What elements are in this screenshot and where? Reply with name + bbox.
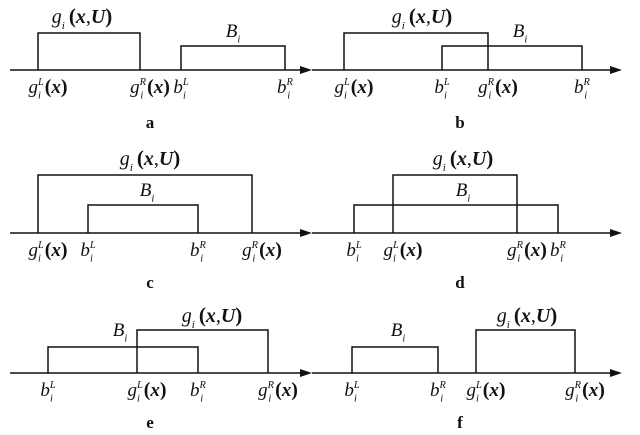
interval-g-box	[37, 32, 141, 70]
interval-b-box	[87, 204, 199, 233]
axis-arrow-icon	[610, 66, 622, 74]
interval-b-label: Bi	[113, 320, 128, 345]
interval-b-box	[180, 45, 286, 70]
panel-caption: b	[455, 113, 464, 132]
axis-arrow-icon	[300, 229, 312, 237]
interval-b-label: Bi	[391, 320, 406, 345]
axis-arrow-icon	[300, 369, 312, 377]
interval-g-label: gi (x,U)	[392, 4, 453, 32]
panel-caption: a	[146, 113, 155, 132]
interval-g-label: gi (x,U)	[120, 146, 181, 174]
interval-g-box	[392, 174, 518, 233]
interval-g-box	[37, 174, 253, 233]
interval-b-label: Bi	[456, 180, 471, 205]
interval-g-label: gi (x,U)	[433, 146, 494, 174]
axis-arrow-icon	[610, 369, 622, 377]
axis-arrow-icon	[610, 229, 622, 237]
interval-g-label: gi (x,U)	[182, 303, 243, 331]
interval-g-label: gi (x,U)	[497, 303, 558, 331]
interval-b-label: Bi	[226, 21, 241, 46]
interval-b-box	[441, 45, 583, 70]
panel-caption: d	[455, 273, 465, 292]
interval-b-label: Bi	[513, 21, 528, 46]
panel-caption: c	[146, 273, 154, 292]
interval-g-label: gi (x,U)	[52, 4, 113, 32]
interval-b-label: Bi	[140, 180, 155, 205]
panel-caption: f	[457, 413, 463, 432]
interval-g-box	[475, 329, 576, 373]
interval-b-box	[353, 204, 559, 233]
interval-b-box	[351, 346, 439, 373]
panel-caption: e	[146, 413, 154, 432]
interval-b-box	[47, 346, 199, 373]
interval-g-box	[136, 329, 269, 373]
axis-arrow-icon	[300, 66, 312, 74]
interval-g-box	[343, 32, 489, 70]
